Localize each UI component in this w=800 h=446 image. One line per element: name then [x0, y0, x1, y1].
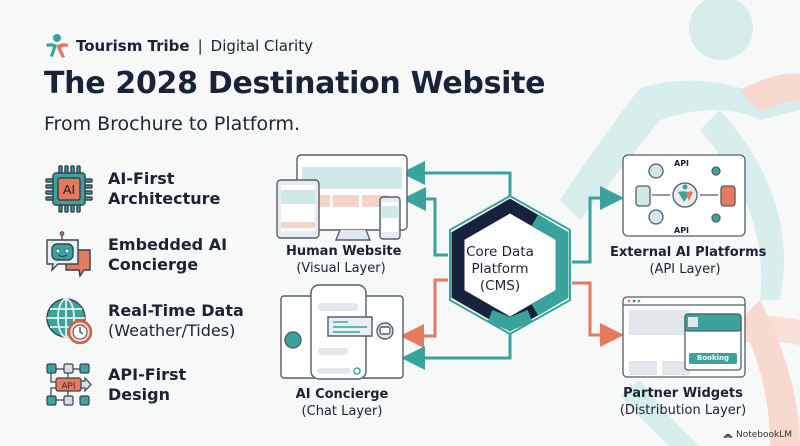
feature-subtitle: Design	[108, 385, 170, 404]
tourism-tribe-figure-icon	[46, 34, 68, 58]
human-website-label: Human Website (Visual Layer)	[286, 243, 402, 277]
feature-title: Real-Time Data	[108, 301, 244, 320]
brand-name: Tourism Tribe	[76, 37, 190, 55]
connector-core-to-website-top	[401, 161, 512, 208]
node-title: Partner Widgets	[623, 386, 743, 401]
core-line3: (CMS)	[479, 278, 521, 294]
partner-widgets-label: Partner Widgets (Distribution Layer)	[608, 385, 758, 419]
human-website-devices-illustration	[276, 154, 408, 241]
feature-api-first: API API-First Design	[44, 360, 186, 410]
brand-header: Tourism Tribe | Digital Clarity	[44, 33, 313, 59]
booking-button: Booking	[696, 354, 729, 362]
connector-core-to-concierge-coral	[400, 278, 448, 348]
watermark-text: NotebookLM	[735, 430, 792, 440]
page-subtitle: From Brochure to Platform.	[44, 113, 301, 135]
node-title: External AI Platforms	[610, 245, 767, 260]
node-subtitle: (Chat Layer)	[301, 404, 383, 419]
connector-core-to-website-mid	[402, 187, 448, 257]
partner-widgets-illustration	[622, 296, 746, 378]
api-label-top: API	[674, 159, 690, 168]
connector-core-to-external-ai	[572, 186, 624, 264]
brand-separator: |	[197, 37, 203, 55]
svg-text:API: API	[62, 381, 76, 391]
feature-embedded-concierge: Embedded AI Concierge	[44, 230, 227, 280]
ai-chip-icon: AI	[45, 165, 93, 213]
node-title: AI Concierge	[295, 387, 389, 402]
connector-core-to-concierge-teal	[401, 328, 512, 370]
feature-subtitle: (Weather/Tides)	[108, 321, 236, 340]
node-title: Human Website	[286, 244, 402, 259]
core-data-platform-label: Core Data Platform (CMS)	[435, 244, 565, 295]
core-line1: Core Data	[466, 244, 534, 260]
feature-subtitle: Architecture	[108, 189, 221, 208]
feature-title: AI-First	[108, 169, 175, 188]
connector-core-to-partner-widgets	[572, 281, 624, 347]
ai-concierge-label: AI Concierge (Chat Layer)	[287, 386, 397, 420]
node-subtitle: (Visual Layer)	[296, 261, 386, 276]
page-title: The 2028 Destination Website	[44, 66, 546, 101]
chatbot-bubble-icon	[46, 231, 91, 278]
notebooklm-logo-icon	[723, 433, 733, 439]
svg-text:AI: AI	[63, 182, 75, 197]
brand-tagline: Digital Clarity	[210, 37, 313, 55]
feature-title: API-First	[108, 365, 187, 384]
external-ai-platforms-label: External AI Platforms (API Layer)	[610, 244, 767, 278]
notebooklm-watermark: NotebookLM	[723, 430, 792, 440]
feature-ai-first: AI AI-First Architecture	[44, 164, 220, 214]
api-label-bottom: API	[674, 226, 690, 235]
ai-concierge-chat-illustration	[280, 284, 404, 380]
feature-subtitle: Concierge	[108, 255, 199, 274]
external-ai-center-figure-icon	[678, 184, 693, 202]
api-network-icon: API	[46, 363, 92, 406]
node-subtitle: (API Layer)	[649, 262, 721, 277]
core-line2: Platform	[471, 261, 529, 277]
feature-title: Embedded AI	[108, 235, 228, 254]
core-data-platform-hexagon	[449, 194, 571, 336]
node-subtitle: (Distribution Layer)	[619, 403, 747, 418]
feature-real-time-data: Real-Time Data (Weather/Tides)	[44, 296, 244, 346]
globe-clock-icon	[46, 298, 93, 345]
